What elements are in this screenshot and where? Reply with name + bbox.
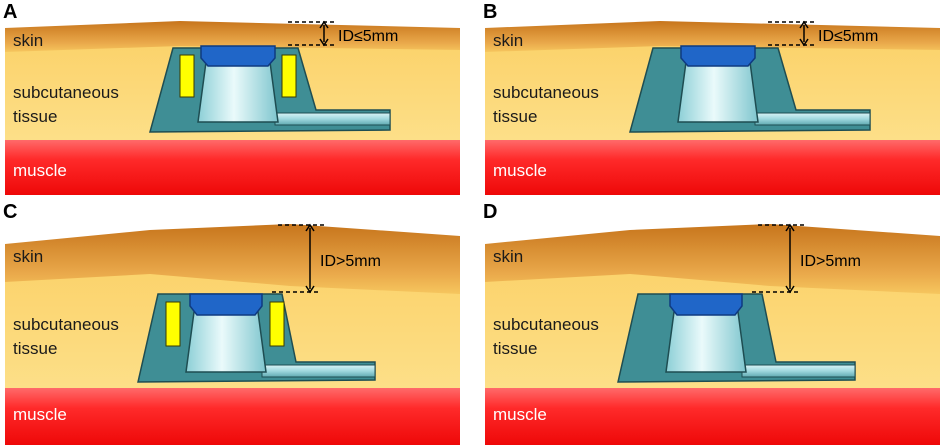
measurement-label: ID>5mm — [800, 253, 861, 270]
port-device — [617, 293, 856, 383]
arrow-head-down — [799, 38, 809, 47]
panel-c: ID>5mm skin subcutaneous tissue muscle C — [3, 201, 460, 445]
skin-layer — [485, 21, 940, 52]
muscle-layer — [5, 140, 460, 195]
arrow-head-down — [305, 285, 315, 294]
tissue-label: tissue — [13, 107, 57, 126]
port-device — [137, 293, 376, 383]
arrow-head-up — [305, 223, 315, 232]
catheter-tube — [741, 364, 856, 378]
skin-label: skin — [493, 247, 523, 266]
tissue-label: tissue — [493, 339, 537, 358]
magnet-left — [179, 54, 195, 98]
skin-layer — [485, 224, 940, 294]
panel-label: D — [483, 201, 497, 223]
measurement-label: ID≤5mm — [338, 28, 398, 45]
skin-layer — [5, 224, 460, 294]
reservoir — [197, 61, 279, 123]
skin-layer — [5, 21, 460, 52]
subcutaneous-label: subcutaneous — [493, 83, 599, 102]
muscle-label: muscle — [13, 405, 67, 424]
septum — [189, 293, 263, 316]
arrow-head-down — [319, 38, 329, 47]
catheter-tube — [261, 364, 376, 378]
measurement-label: ID>5mm — [320, 253, 381, 270]
muscle-layer — [485, 388, 940, 445]
magnet-right — [281, 54, 297, 98]
port-device — [149, 45, 391, 133]
subcutaneous-label: subcutaneous — [493, 315, 599, 334]
reservoir — [677, 61, 759, 123]
panel-label: B — [483, 1, 497, 23]
subcutaneous-label: subcutaneous — [13, 315, 119, 334]
magnet-left — [165, 301, 181, 347]
septum — [680, 45, 756, 67]
muscle-label: muscle — [493, 405, 547, 424]
septum — [200, 45, 276, 67]
magnet-right — [269, 301, 285, 347]
port-device — [629, 45, 871, 133]
panel-a: ID≤5mm skin subcutaneous tissue muscle A — [3, 1, 460, 195]
catheter-tube — [274, 112, 391, 126]
skin-label: skin — [493, 31, 523, 50]
reservoir — [665, 311, 747, 373]
skin-label: skin — [13, 31, 43, 50]
catheter-tube — [754, 112, 871, 126]
muscle-label: muscle — [13, 161, 67, 180]
skin-label: skin — [13, 247, 43, 266]
tissue-label: tissue — [493, 107, 537, 126]
arrow-head-down — [785, 285, 795, 294]
septum — [669, 293, 743, 316]
muscle-label: muscle — [493, 161, 547, 180]
subcutaneous-label: subcutaneous — [13, 83, 119, 102]
muscle-layer — [485, 140, 940, 195]
panel-b: ID≤5mm skin subcutaneous tissue muscle B — [483, 1, 940, 195]
arrow-head-up — [785, 223, 795, 232]
arrow-head-up — [319, 20, 329, 29]
panel-label: A — [3, 1, 17, 23]
tissue-label: tissue — [13, 339, 57, 358]
panel-label: C — [3, 201, 17, 223]
muscle-layer — [5, 388, 460, 445]
panel-d: ID>5mm skin subcutaneous tissue muscle D — [483, 201, 940, 445]
reservoir — [185, 311, 267, 373]
arrow-head-up — [799, 20, 809, 29]
measurement-label: ID≤5mm — [818, 28, 878, 45]
